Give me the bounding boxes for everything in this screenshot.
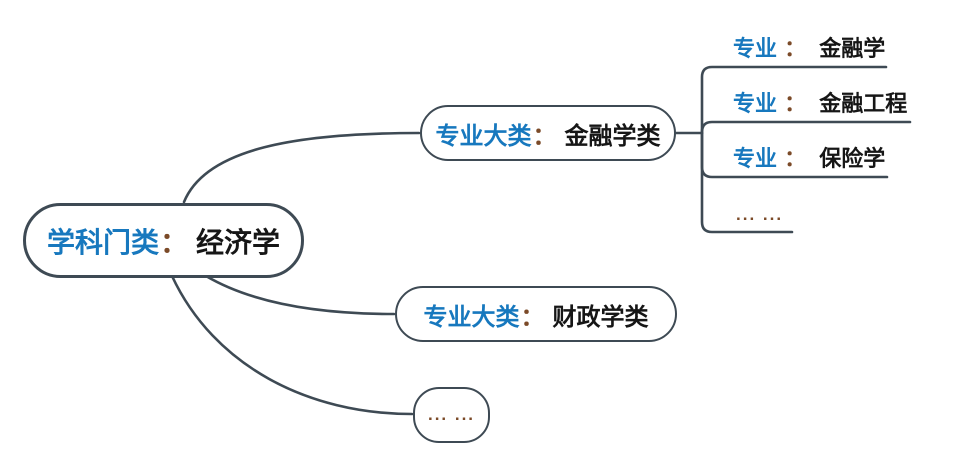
leaf-node-insurance[interactable]: 专业 ： 保险学: [733, 146, 885, 172]
branch-colon: ：: [520, 303, 545, 331]
curve-root-to-branch-fiscal: [204, 274, 396, 316]
branch-label: 专业大类: [435, 122, 532, 150]
branch-colon: ：: [532, 122, 557, 150]
line-leaf-finance: [700, 65, 888, 135]
root-node-discipline-category[interactable]: 学科门类 ： 经济学: [23, 203, 304, 278]
leaf-ellipsis-text: ... ...: [736, 205, 784, 224]
leaf-label: 专业: [733, 91, 778, 116]
curve-root-to-branch-ellipsis: [170, 274, 414, 416]
leaf-label: 专业: [733, 36, 778, 61]
branch-label: 专业大类: [423, 303, 520, 331]
branch-node-fiscal-category[interactable]: 专业大类 ： 财政学类: [395, 286, 677, 342]
branch-value: 财政学类: [552, 303, 649, 331]
leaf-node-financial-engineering[interactable]: 专业 ： 金融工程: [733, 91, 907, 117]
leaf-colon: ：: [784, 146, 807, 171]
root-value: 经济学: [196, 226, 281, 258]
leaf-label: 专业: [733, 146, 778, 171]
line-leaf-financial-engineering: [700, 120, 912, 135]
root-colon: ：: [159, 226, 188, 258]
curve-root-to-branch-finance: [182, 131, 421, 204]
branch-node-ellipsis[interactable]: ... ...: [413, 387, 490, 443]
leaf-colon: ：: [784, 36, 807, 61]
branch-value: 金融学类: [564, 122, 661, 150]
branch-ellipsis-text: ... ...: [427, 405, 476, 424]
leaf-value: 保险学: [819, 146, 886, 171]
leaf-colon: ：: [784, 91, 807, 116]
leaf-value: 金融工程: [819, 91, 908, 116]
line-leaf-ellipsis: [700, 131, 794, 234]
leaf-value: 金融学: [819, 36, 886, 61]
branch-node-finance-category[interactable]: 专业大类 ： 金融学类: [420, 105, 676, 161]
leaf-node-ellipsis[interactable]: ... ...: [736, 206, 783, 223]
root-label: 学科门类: [46, 226, 159, 258]
leaf-node-finance[interactable]: 专业 ： 金融学: [733, 36, 885, 62]
